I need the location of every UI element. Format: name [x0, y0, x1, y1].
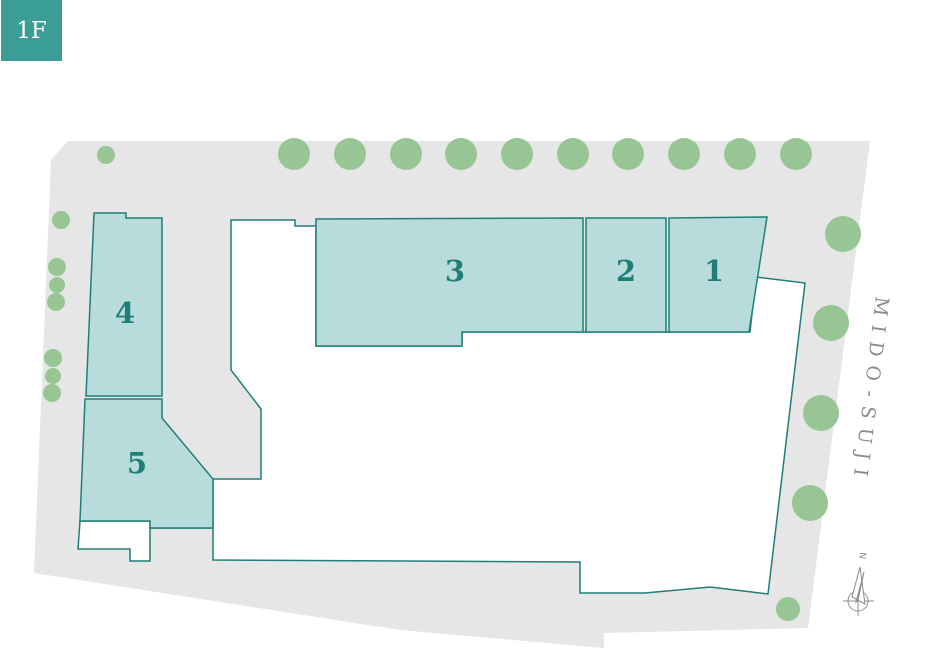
tree-icon [390, 138, 422, 170]
tree-icon [52, 211, 70, 229]
floor-badge: 1F [1, 0, 62, 61]
tree-icon [334, 138, 366, 170]
tree-icon [47, 293, 65, 311]
tree-icon [803, 395, 839, 431]
tree-icon [501, 138, 533, 170]
tree-icon [97, 146, 115, 164]
tree-icon [557, 138, 589, 170]
tree-icon [45, 368, 61, 384]
tree-icon [48, 258, 66, 276]
compass-icon [843, 566, 874, 616]
unit-3[interactable] [315, 217, 584, 347]
tree-icon [668, 138, 700, 170]
tree-icon [445, 138, 477, 170]
tree-icon [43, 384, 61, 402]
compass-n-label: N [856, 552, 867, 560]
tree-icon [278, 138, 310, 170]
unit-5[interactable] [79, 398, 214, 529]
tree-icon [49, 277, 65, 293]
tree-icon [612, 138, 644, 170]
unit-4[interactable] [85, 212, 163, 397]
tree-icon [44, 349, 62, 367]
unit-2[interactable] [585, 217, 667, 333]
tree-icon [724, 138, 756, 170]
unit-4-label: 4 [115, 296, 135, 330]
unit-3-label: 3 [445, 254, 465, 288]
tree-icon [792, 485, 828, 521]
unit-2-label: 2 [616, 254, 636, 288]
unit-1[interactable] [668, 216, 768, 333]
trees [43, 138, 861, 621]
tree-icon [776, 597, 800, 621]
tree-icon [780, 138, 812, 170]
street-label: MIDO-SUJI [848, 295, 893, 486]
tree-icon [825, 216, 861, 252]
unit-1-label: 1 [704, 254, 724, 288]
tree-icon [813, 305, 849, 341]
unit-5-label: 5 [127, 446, 147, 480]
